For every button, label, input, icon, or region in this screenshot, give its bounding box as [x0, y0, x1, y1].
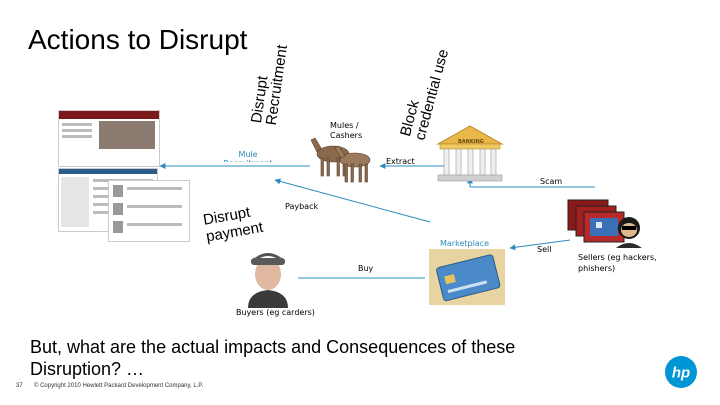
bank-sign: BANKING [458, 139, 484, 145]
sellers-line1: Sellers (eg hackers, [578, 253, 657, 262]
marketplace-label: Marketplace [440, 239, 490, 248]
mules-cashers-label: Mules / Cashers [330, 121, 362, 141]
copyright-notice: © Copyright 2010 Hewlett Packard Develop… [34, 383, 204, 389]
sell-arrow [509, 239, 571, 251]
mule-recruitment-label: Mule Recruitment [223, 150, 272, 162]
hp-logo-icon: hp [665, 356, 697, 388]
bank-icon [436, 125, 504, 182]
payback-arrow [274, 178, 431, 223]
buyers-label: Buyers (eg carders) [236, 308, 315, 317]
forum-website-screenshot [108, 180, 190, 242]
extract-label: Extract [386, 157, 415, 166]
sellers-label: Sellers (eg hackers, phishers) [578, 252, 657, 274]
hacker-icon [616, 217, 642, 248]
recruitment-website-screenshot [58, 110, 160, 167]
scam-label: Scam [540, 177, 563, 186]
horses-icon [310, 137, 371, 183]
svg-text:hp: hp [672, 365, 690, 382]
computer-monitor-icon [567, 199, 625, 243]
sell-label: Sell [537, 245, 552, 254]
slide-title: Actions to Disrupt [28, 24, 248, 55]
credit-card-icon [429, 249, 505, 305]
slide-question: But, what are the actual impacts and Con… [30, 337, 516, 379]
mules-cashers-line1: Mules / [330, 121, 359, 130]
sellers-line2: phishers) [578, 264, 616, 273]
payback-label: Payback [285, 202, 319, 211]
buyer-photo [238, 242, 298, 308]
buy-label: Buy [358, 264, 374, 273]
page-number: 37 [16, 383, 23, 389]
mules-cashers-line2: Cashers [330, 131, 363, 140]
